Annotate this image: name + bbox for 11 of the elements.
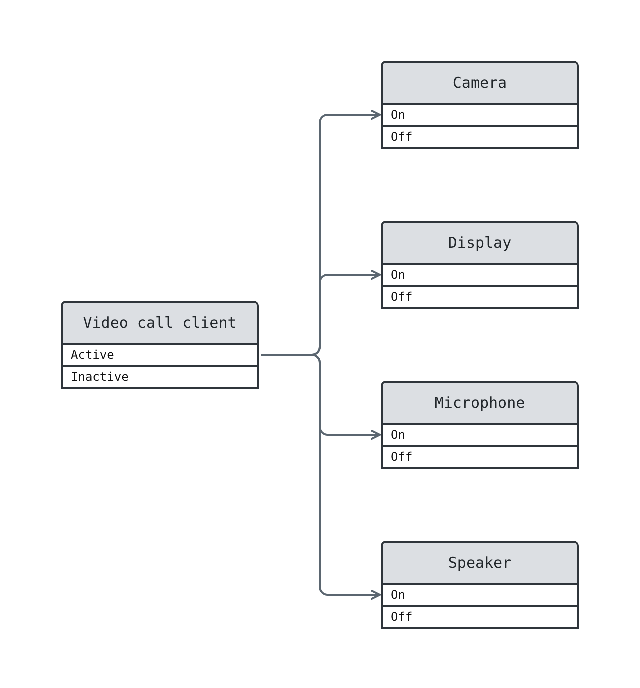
state-box — [61, 301, 259, 387]
box-title: Display — [383, 223, 577, 263]
arrow — [261, 354, 381, 600]
state-box — [381, 381, 579, 467]
state-box — [381, 541, 579, 627]
state-box — [381, 221, 579, 307]
state-box — [381, 61, 579, 147]
box-title: Microphone — [383, 383, 577, 423]
box-title: Speaker — [383, 543, 577, 583]
box-title: Camera — [383, 63, 577, 103]
box-title: Video call client — [63, 303, 257, 343]
